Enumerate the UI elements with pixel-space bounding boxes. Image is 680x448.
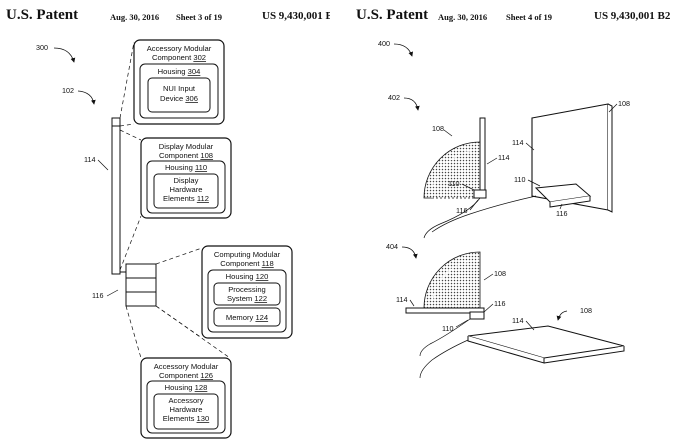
- base-404-left: [470, 312, 484, 319]
- svg-text:Housing 110: Housing 110: [165, 163, 207, 172]
- svg-text:Component 108: Component 108: [159, 151, 213, 160]
- svg-text:Elements 112: Elements 112: [163, 194, 209, 203]
- accessory-module-126: Accessory Modular Component 126 Housing …: [141, 358, 231, 438]
- display-module-108: Display Modular Component 108 Housing 11…: [141, 138, 231, 218]
- svg-text:Accessory Modular: Accessory Modular: [147, 44, 212, 53]
- figure-300: 300 102 114 116 Accessory Modular: [36, 40, 292, 438]
- svg-text:Housing 304: Housing 304: [158, 67, 201, 76]
- view-404: 404 108 114 116 110 114 108: [386, 242, 624, 378]
- svg-text:NUI Input: NUI Input: [163, 84, 196, 93]
- label-110-c: 110: [442, 324, 453, 333]
- ref-300: 300: [36, 43, 48, 52]
- stack-module-1: [126, 264, 156, 278]
- label-108-d: 108: [580, 306, 592, 315]
- svg-text:Display: Display: [174, 176, 199, 185]
- label-108-a: 108: [432, 124, 444, 133]
- svg-text:Elements 130: Elements 130: [163, 414, 209, 423]
- label-114-d: 114: [512, 316, 523, 325]
- ref-102-arrow: [78, 91, 94, 104]
- ref-400-arrow: [394, 44, 412, 56]
- label-108-c: 108: [494, 269, 506, 278]
- svg-text:Device 306: Device 306: [160, 94, 198, 103]
- computing-module-118: Computing Modular Component 118 Housing …: [202, 246, 292, 338]
- label-110-a: 110: [448, 179, 459, 188]
- svg-text:Memory 124: Memory 124: [226, 313, 268, 322]
- svg-text:System 122: System 122: [227, 294, 267, 303]
- label-114-b: 114: [512, 138, 523, 147]
- label-116-a: 116: [456, 206, 467, 215]
- svg-text:Accessory: Accessory: [168, 396, 203, 405]
- svg-text:Hardware: Hardware: [170, 185, 203, 194]
- strip-402: [480, 118, 485, 196]
- label-110-b: 110: [514, 175, 525, 184]
- figure-400: 400 402 108 114 110 116: [378, 39, 630, 378]
- ref-116-left-leader: [107, 290, 118, 296]
- display-strip: [112, 126, 120, 274]
- svg-text:Component 302: Component 302: [152, 53, 206, 62]
- svg-text:Computing Modular: Computing Modular: [214, 250, 281, 259]
- svg-text:Processing: Processing: [228, 285, 266, 294]
- label-116-c: 116: [494, 299, 505, 308]
- svg-text:Accessory Modular: Accessory Modular: [154, 362, 219, 371]
- view-402: 402 108 114 110 116 108 11: [388, 93, 630, 238]
- ref-402: 402: [388, 93, 400, 102]
- svg-text:Hardware: Hardware: [170, 405, 203, 414]
- ref-400: 400: [378, 39, 390, 48]
- label-108-b: 108: [618, 99, 630, 108]
- svg-text:Display Modular: Display Modular: [159, 142, 214, 151]
- svg-text:Component 118: Component 118: [220, 259, 274, 268]
- svg-text:Component 126: Component 126: [159, 371, 213, 380]
- svg-text:Housing 128: Housing 128: [165, 383, 208, 392]
- base-402-left: [474, 190, 486, 198]
- ref-114-left: 114: [84, 155, 95, 164]
- ref-102: 102: [62, 86, 74, 95]
- ref-116-left: 116: [92, 291, 103, 300]
- ref-404: 404: [386, 242, 398, 251]
- accessory-module-302: Accessory Modular Component 302 Housing …: [134, 40, 224, 124]
- stack-module-2: [126, 278, 156, 292]
- stack-module-3: [126, 292, 156, 306]
- svg-text:Housing 120: Housing 120: [226, 272, 269, 281]
- ref-300-arrow: [54, 48, 74, 62]
- label-116-b: 116: [556, 209, 567, 218]
- label-114-c: 114: [396, 295, 407, 304]
- ref-114-left-leader: [98, 160, 108, 170]
- label-114-a: 114: [498, 153, 509, 162]
- strip-top-module: [112, 118, 120, 126]
